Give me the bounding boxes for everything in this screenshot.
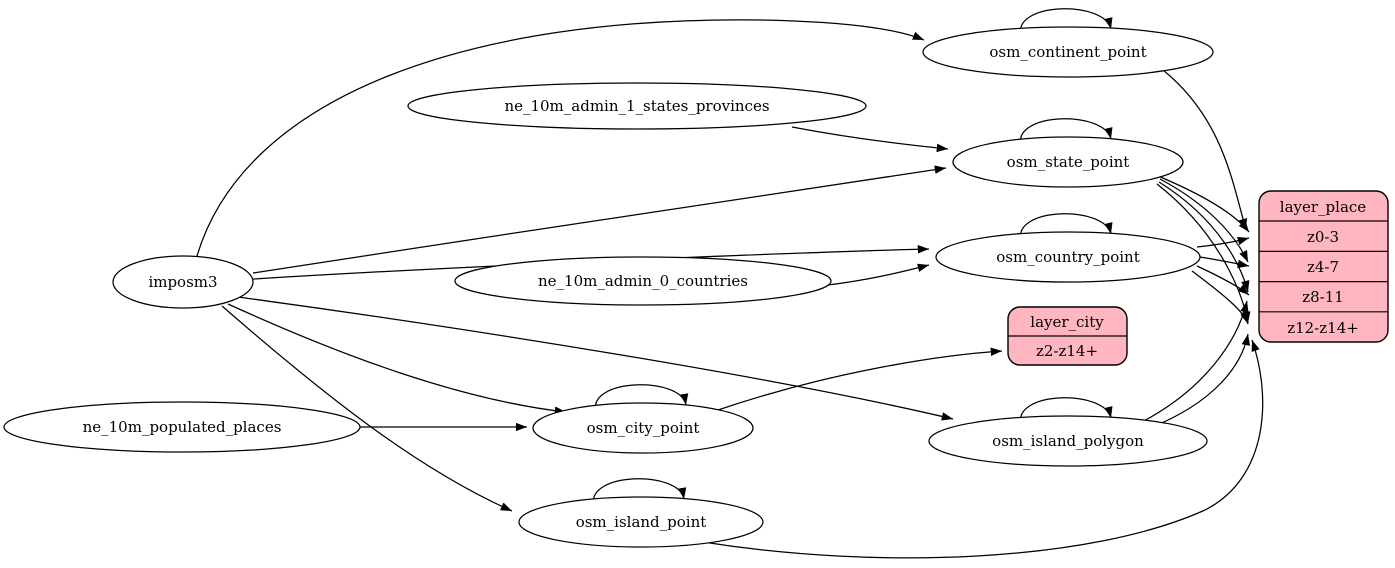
self-loop-osm-city-point [595, 384, 689, 413]
edge-osm-island-point-to-layer-place-z12-z14 [702, 339, 1264, 559]
layer-city-row-z2-z14: z2-z14+ [1036, 342, 1098, 360]
layer-place-row-z4-7: z4-7 [1307, 258, 1339, 276]
edge-osm-island-polygon-to-layer-place-z12-z14 [1149, 333, 1251, 429]
edge-osm-country-point-to-layer-place-z0-3 [1196, 236, 1250, 248]
table-osm-continent-point: osm_continent_point [922, 26, 1214, 78]
table-osm-continent-point-label: osm_continent_point [989, 43, 1146, 61]
edge-osm-country-point-to-layer-place-z8-11 [1196, 265, 1250, 296]
table-osm-state-point-shape [952, 136, 1184, 188]
edge-osm-country-point-to-layer-place-z12-z14 [1191, 270, 1249, 325]
edge-imposm3-to-osm-continent-point [196, 19, 925, 257]
table-osm-country-point-label: osm_country_point [996, 248, 1140, 266]
table-ne-10m-admin-1-states-provinces: ne_10m_admin_1_states_provinces [407, 82, 867, 130]
table-osm-island-polygon: osm_island_polygon [928, 415, 1208, 467]
table-ne-10m-populated-places-shape [3, 401, 361, 453]
table-osm-city-point-label: osm_city_point [587, 419, 700, 437]
node-layer: imposm3 ne_10m_admin_1_states_provinces … [3, 26, 1214, 548]
edge-osm-country-point-to-layer-place-z4-7 [1199, 256, 1250, 269]
table-osm-city-point-shape [532, 402, 754, 454]
table-osm-city-point: osm_city_point [532, 402, 754, 454]
table-osm-continent-point-shape [922, 26, 1214, 78]
table-imposm3: imposm3 [112, 255, 254, 309]
table-ne-10m-admin-0-countries-shape [454, 256, 832, 306]
edge-osm-island-polygon-to-layer-place-z8-11 [1137, 300, 1249, 425]
record-layer-place: layer_place z0-3 z4-7 z8-11 z12-z14+ [1258, 190, 1389, 343]
edge-layer [196, 8, 1264, 559]
self-loop-osm-continent-point [1020, 8, 1113, 37]
edge-osm-state-point-to-layer-place-z8-11 [1158, 181, 1250, 293]
table-osm-island-polygon-shape [928, 415, 1208, 467]
table-osm-island-point: osm_island_point [518, 496, 764, 548]
layer-place-row-z8-11: z8-11 [1302, 288, 1344, 306]
layer-place-box [1258, 190, 1389, 343]
table-osm-island-polygon-label: osm_island_polygon [992, 432, 1144, 450]
layer-place-row-z0-3: z0-3 [1307, 228, 1339, 246]
self-loop-osm-island-point [593, 478, 687, 507]
layer-city-title: layer_city [1030, 313, 1104, 331]
edge-ne-10m-admin-1-states-provinces-to-osm-state-point [791, 126, 949, 153]
table-ne-10m-populated-places: ne_10m_populated_places [3, 401, 361, 453]
table-osm-country-point-shape [935, 231, 1201, 283]
table-imposm3-shape [112, 255, 254, 309]
layer-place-row-z12-z14: z12-z14+ [1287, 319, 1359, 337]
self-loop-osm-state-point [1020, 118, 1113, 147]
table-osm-state-point: osm_state_point [952, 136, 1184, 188]
table-osm-island-point-label: osm_island_point [576, 513, 707, 531]
table-ne-10m-admin-0-countries-label: ne_10m_admin_0_countries [538, 272, 748, 290]
self-loop-osm-island-polygon [1020, 397, 1113, 426]
table-osm-country-point: osm_country_point [935, 231, 1201, 283]
table-ne-10m-admin-1-states-provinces-shape [407, 82, 867, 130]
edge-imposm3-to-osm-island-polygon [237, 296, 954, 421]
edge-imposm3-to-osm-city-point [227, 303, 567, 415]
edge-osm-continent-point-to-layer-place-z0-3 [1162, 69, 1248, 231]
edge-imposm3-to-osm-island-point [221, 305, 513, 512]
table-osm-island-point-shape [518, 496, 764, 548]
edge-osm-state-point-to-layer-place-z0-3 [1157, 175, 1250, 233]
self-loop-osm-country-point [1020, 213, 1113, 242]
table-imposm3-label: imposm3 [148, 273, 217, 291]
edge-osm-state-point-to-layer-place-z4-7 [1159, 178, 1249, 263]
table-ne-10m-admin-1-states-provinces-label: ne_10m_admin_1_states_provinces [504, 97, 769, 115]
table-ne-10m-admin-0-countries: ne_10m_admin_0_countries [454, 256, 832, 306]
edge-osm-city-point-to-layer-city-z2-z14 [717, 347, 1003, 411]
table-ne-10m-populated-places-label: ne_10m_populated_places [83, 418, 282, 436]
record-layer-city: layer_city z2-z14+ [1007, 306, 1128, 366]
table-osm-state-point-label: osm_state_point [1007, 153, 1130, 171]
edge-imposm3-to-osm-state-point [252, 165, 947, 274]
edge-ne-10m-admin-0-countries-to-osm-country-point [827, 263, 930, 286]
layer-place-title: layer_place [1280, 198, 1367, 216]
